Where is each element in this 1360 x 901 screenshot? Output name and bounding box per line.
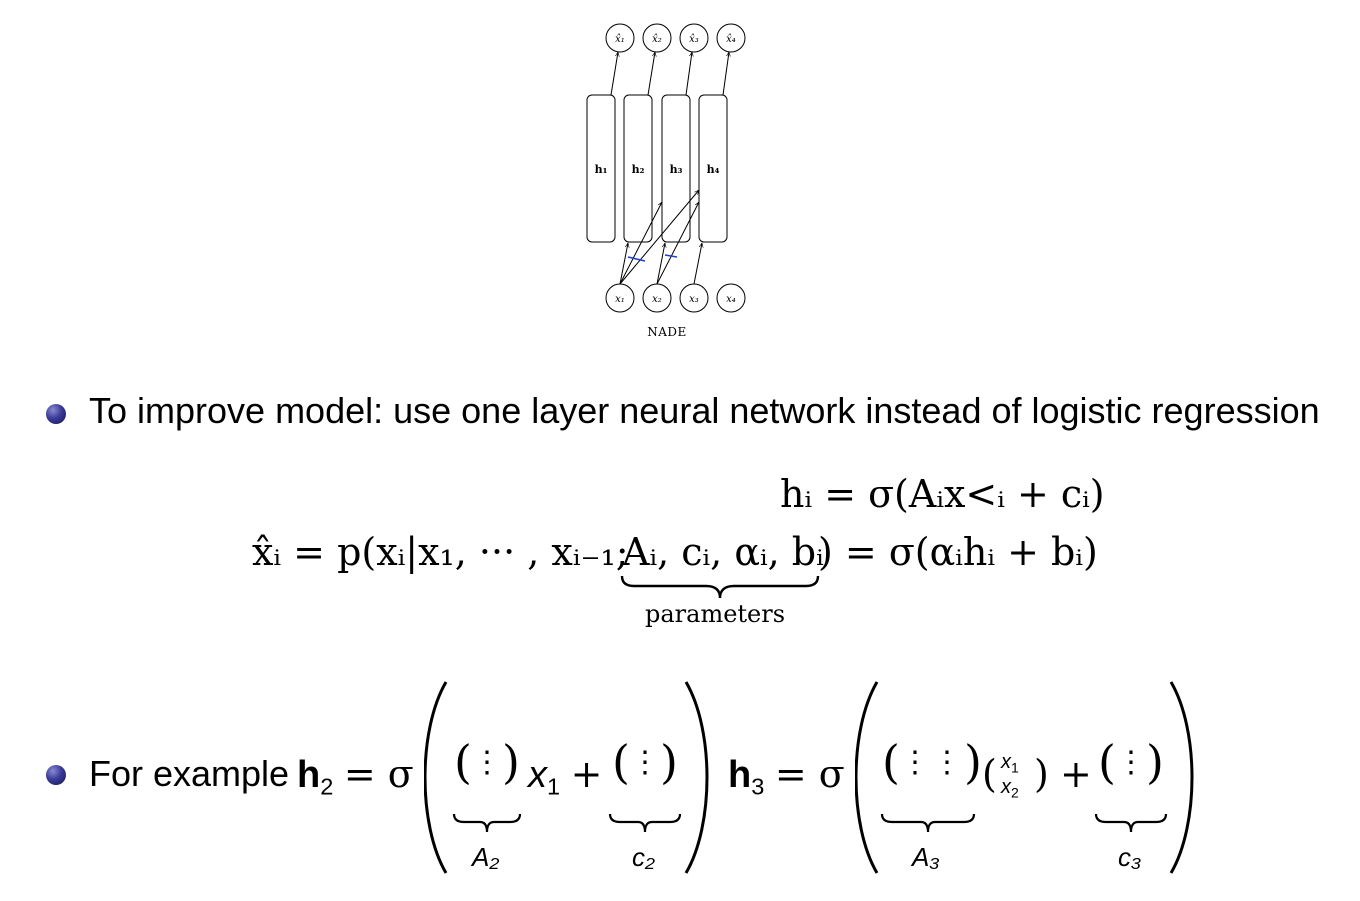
input-label-2: x₂ [652, 294, 662, 305]
hidden-label-1: h₁ [595, 163, 608, 176]
c3-underbrace [1094, 813, 1168, 833]
parameters-underbrace [620, 575, 820, 599]
c2-underbrace [608, 813, 682, 833]
c3-vector: (⋮) [1098, 735, 1164, 789]
hidden-unit-4 [698, 94, 728, 243]
hidden-equation: hᵢ = σ(Aᵢx<ᵢ + cᵢ) [780, 472, 1105, 516]
output-label-4: x̂₄ [726, 34, 736, 45]
a2-label: A₂ [472, 842, 500, 872]
input-label-4: x₄ [726, 294, 736, 305]
input-node-2 [642, 283, 672, 313]
output-node-2 [642, 23, 672, 53]
output-label-3: x̂₃ [689, 34, 699, 45]
hidden-label-3: h₃ [670, 163, 683, 176]
output-equation-lhs: x̂ᵢ = p(xᵢ|x₁, ··· , xᵢ₋₁; [252, 530, 629, 574]
bullet-marker-2 [46, 765, 66, 785]
input-node-1 [605, 283, 635, 313]
input-nodes: x₁ x₂ x₃ x₄ [605, 283, 746, 313]
figure-caption: NADE [647, 325, 687, 339]
output-label-1: x̂₁ [615, 34, 625, 45]
h2-x1-term: x1 + [528, 752, 603, 800]
input-to-hidden-arrows [619, 190, 702, 285]
bullet-text-2: For example [89, 753, 290, 794]
a2-matrix: (⋮) [454, 735, 520, 789]
nade-diagram: x̂₁ x̂₂ x̂₃ x̂₄ h₁ h₂ h₃ h₄ [586, 23, 746, 339]
output-node-3 [679, 23, 709, 53]
a3-label: A₃ [912, 842, 940, 872]
h2-lhs: h2 = σ [297, 752, 414, 800]
output-node-4 [716, 23, 746, 53]
c3-label: c₃ [1118, 842, 1142, 872]
hidden-label-2: h₂ [632, 163, 645, 176]
c2-label: c₂ [632, 842, 655, 872]
h3-plus: + [1060, 752, 1092, 796]
input-node-4 [716, 283, 746, 313]
hidden-unit-2 [623, 94, 653, 243]
hidden-to-output-arrows [610, 52, 729, 96]
h3-lhs: h3 = σ [728, 752, 845, 800]
x-column-vector: ( [982, 752, 997, 796]
parameters-label: parameters [645, 600, 786, 628]
hidden-unit-1 [586, 94, 616, 243]
x-column-close: ) [1034, 752, 1049, 796]
h2-outer-parens [424, 681, 709, 874]
bullet-marker-1 [46, 404, 66, 424]
hidden-unit-3 [661, 94, 691, 243]
weight-sharing-marks [627, 254, 678, 262]
output-label-2: x̂₂ [652, 34, 662, 45]
c2-vector: (⋮) [612, 735, 678, 789]
output-node-1 [605, 23, 635, 53]
a2-underbrace [452, 813, 522, 833]
hidden-label-4: h₄ [707, 163, 720, 176]
a3-matrix: (⋮⋮) [882, 735, 982, 789]
bullet-text-1: To improve model: use one layer neural n… [89, 390, 1320, 431]
hidden-units: h₁ h₂ h₃ h₄ [586, 94, 728, 243]
input-node-3 [679, 283, 709, 313]
h3-outer-parens [855, 681, 1194, 874]
a3-underbrace [880, 813, 976, 833]
output-equation-rhs: ) = σ(αᵢhᵢ + bᵢ) [818, 530, 1098, 574]
output-nodes: x̂₁ x̂₂ x̂₃ x̂₄ [605, 23, 746, 53]
output-equation-params: Aᵢ, cᵢ, αᵢ, bᵢ [622, 530, 824, 574]
input-label-1: x₁ [615, 294, 625, 305]
input-label-3: x₃ [689, 294, 699, 305]
